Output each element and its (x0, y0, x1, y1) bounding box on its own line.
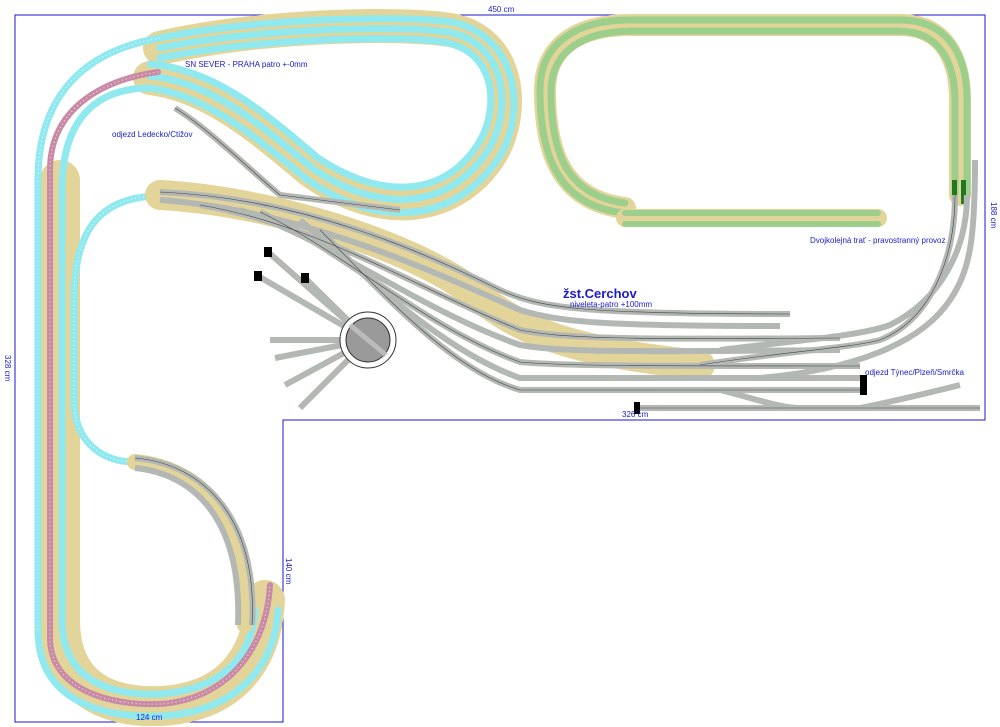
signal-block (952, 180, 957, 204)
buffer-stop (301, 273, 309, 283)
upper-level-label: SN SEVER - PRAHA patro +-0mm (185, 60, 308, 69)
buffer-stop (264, 247, 272, 257)
departure-left-label: odjezd Ledecko/Ctižov (112, 130, 193, 139)
dimension-top: 450 cm (488, 5, 515, 14)
cyan-track-loop (34, 9, 522, 727)
buffer-stop (634, 402, 640, 414)
dimension-inner-vertical: 140 cm (284, 558, 293, 585)
dimension-inner-horizontal: 326 cm (622, 410, 649, 419)
signal-block (961, 180, 966, 204)
dimension-bottom: 124 cm (136, 713, 163, 722)
turntable (254, 247, 397, 411)
dimension-left: 328 cm (3, 355, 12, 382)
green-double-track-oval (533, 14, 971, 227)
station-name: žst.Cerchov (563, 286, 637, 301)
double-track-label: Dvojkolejná trať - pravostranný provoz (810, 236, 946, 245)
buffer-stop (254, 271, 262, 281)
departure-right-label: odjezd Týnec/Plzeň/Smrčka (865, 368, 965, 377)
station-level-label: niveleta-patro +100mm (570, 300, 653, 309)
buffer-stop (860, 375, 867, 395)
gray-tracks (127, 105, 980, 633)
dimension-right: 188 cm (989, 202, 998, 229)
pink-track (47, 69, 273, 708)
room-outline (14, 14, 986, 723)
